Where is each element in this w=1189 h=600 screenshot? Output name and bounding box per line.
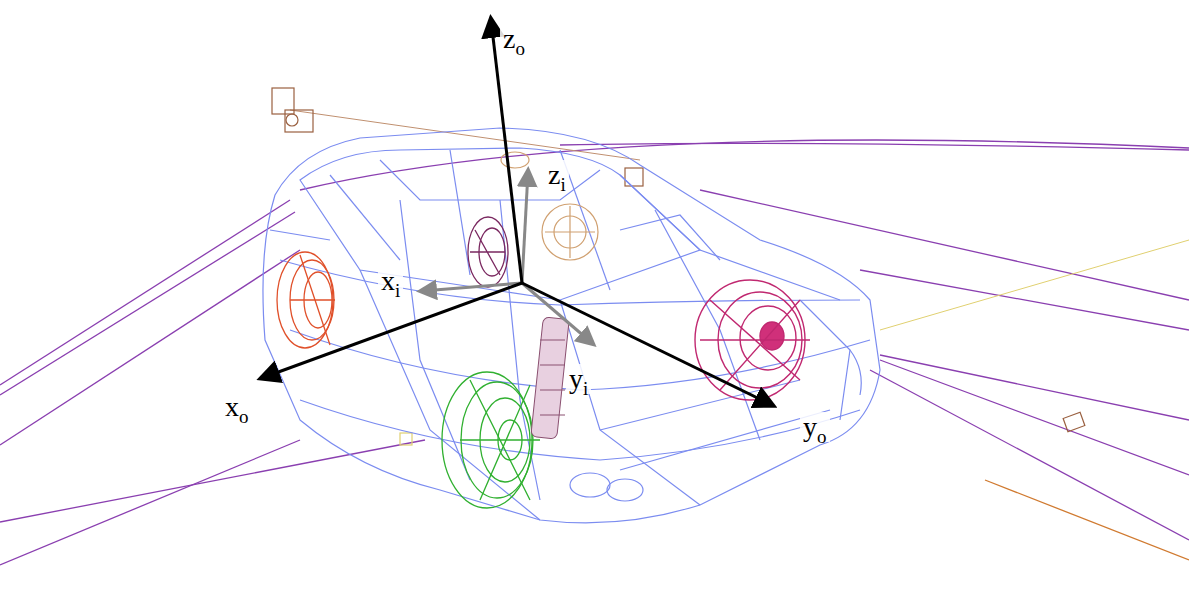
axis-label: zo xyxy=(500,24,528,54)
axis-label: yo xyxy=(800,412,830,442)
axis-label: xi xyxy=(378,266,403,296)
axis-label: xo xyxy=(222,392,252,422)
axis-label: zi xyxy=(545,160,569,190)
axis-label: yi xyxy=(566,364,591,394)
